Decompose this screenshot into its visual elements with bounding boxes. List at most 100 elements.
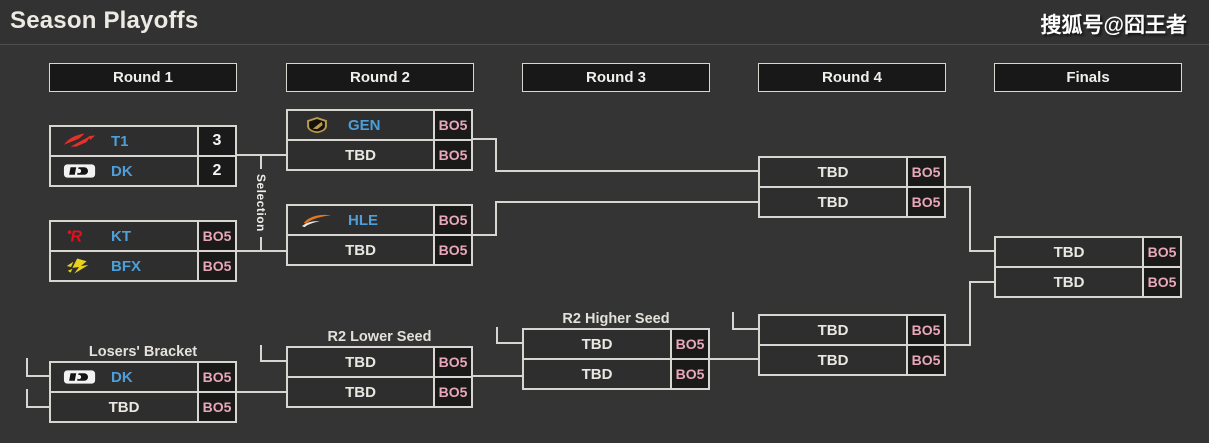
round-header-4: Round 4 bbox=[758, 63, 946, 92]
t1-logo-icon bbox=[63, 132, 97, 150]
losers-bracket-label: Losers' Bracket bbox=[88, 344, 198, 360]
match-losers-r2-lower-seed[interactable]: TBD BO5 TBD BO5 bbox=[286, 346, 473, 408]
match-round4-upper[interactable]: TBD BO5 TBD BO5 bbox=[758, 156, 946, 218]
team-name: KT bbox=[111, 227, 131, 245]
match-row[interactable]: T1 3 bbox=[51, 127, 235, 155]
match-row[interactable]: TBD BO5 bbox=[760, 186, 944, 216]
r2-higher-seed-label: R2 Higher Seed bbox=[562, 311, 670, 327]
connector-line bbox=[969, 281, 994, 283]
connector-line bbox=[969, 186, 971, 252]
match-finals[interactable]: TBD BO5 TBD BO5 bbox=[994, 236, 1182, 298]
round-header-1: Round 1 bbox=[49, 63, 237, 92]
match-row[interactable]: HLE BO5 bbox=[288, 206, 471, 234]
team-name: TBD bbox=[817, 193, 849, 211]
match-row[interactable]: TBD BO5 bbox=[760, 344, 944, 374]
team-name: TBD bbox=[581, 335, 613, 353]
score-cell: BO5 bbox=[197, 363, 235, 391]
team-name: TBD bbox=[345, 146, 376, 164]
match-losers-r2-higher-seed[interactable]: TBD BO5 TBD BO5 bbox=[522, 328, 710, 390]
team-name: TBD bbox=[817, 321, 849, 339]
match-round1-t1-dk[interactable]: T1 3 DK 2 bbox=[49, 125, 237, 187]
round-header-label: Finals bbox=[1066, 69, 1110, 86]
round-header-finals: Finals bbox=[994, 63, 1182, 92]
team-name: TBD bbox=[345, 241, 376, 259]
score-cell: BO5 bbox=[906, 188, 944, 216]
connector-line bbox=[495, 201, 758, 203]
connector-line bbox=[495, 201, 497, 236]
connector-line bbox=[732, 328, 758, 330]
team-name: DK bbox=[111, 368, 133, 386]
score-cell: 2 bbox=[197, 157, 235, 185]
connector-line bbox=[496, 327, 498, 344]
title-bar: Season Playoffs 搜狐号@囧王者 bbox=[0, 0, 1209, 45]
connector-line bbox=[473, 375, 522, 377]
connector-line bbox=[26, 406, 49, 408]
match-round2-hle[interactable]: HLE BO5 TBD BO5 bbox=[286, 204, 473, 266]
team-name: HLE bbox=[348, 211, 378, 229]
score-cell: BO5 bbox=[197, 222, 235, 250]
team-name: DK bbox=[111, 162, 133, 180]
score-cell: BO5 bbox=[197, 393, 235, 421]
team-name: TBD bbox=[1053, 243, 1085, 261]
match-row[interactable]: DK 2 bbox=[51, 155, 235, 185]
match-row[interactable]: TBD BO5 bbox=[288, 376, 471, 406]
connector-line bbox=[260, 345, 262, 362]
match-row[interactable]: TBD BO5 bbox=[760, 158, 944, 186]
match-losers-round1[interactable]: DK BO5 TBD BO5 bbox=[49, 361, 237, 423]
match-row[interactable]: TBD BO5 bbox=[996, 238, 1180, 266]
score-cell: BO5 bbox=[433, 111, 471, 139]
connector-line bbox=[26, 358, 28, 377]
gen-logo-icon bbox=[300, 116, 334, 134]
match-row[interactable]: TBD BO5 bbox=[288, 348, 471, 376]
connector-line bbox=[969, 250, 994, 252]
connector-line bbox=[473, 138, 497, 140]
match-row[interactable]: TBD BO5 bbox=[524, 330, 708, 358]
match-round2-gen[interactable]: GEN BO5 TBD BO5 bbox=[286, 109, 473, 171]
score-cell: BO5 bbox=[906, 316, 944, 344]
team-name: T1 bbox=[111, 132, 129, 150]
match-row[interactable]: TBD BO5 bbox=[51, 391, 235, 421]
score-cell: BO5 bbox=[197, 252, 235, 280]
connector-line bbox=[732, 312, 734, 330]
score-cell: BO5 bbox=[670, 330, 708, 358]
kt-logo-icon bbox=[63, 227, 97, 245]
connector-line bbox=[495, 138, 497, 172]
match-row[interactable]: TBD BO5 bbox=[288, 234, 471, 264]
connector-line bbox=[969, 281, 971, 346]
team-name: BFX bbox=[111, 257, 141, 275]
match-row[interactable]: KT BO5 bbox=[51, 222, 235, 250]
dk-logo-icon bbox=[63, 368, 97, 386]
round-header-2: Round 2 bbox=[286, 63, 474, 92]
match-row[interactable]: BFX BO5 bbox=[51, 250, 235, 280]
match-round4-lower[interactable]: TBD BO5 TBD BO5 bbox=[758, 314, 946, 376]
match-row[interactable]: TBD BO5 bbox=[996, 266, 1180, 296]
dk-logo-icon bbox=[63, 162, 97, 180]
match-row[interactable]: TBD BO5 bbox=[288, 139, 471, 169]
score-cell: BO5 bbox=[670, 360, 708, 388]
title-divider bbox=[0, 44, 1209, 45]
match-round1-kt-bfx[interactable]: KT BO5 BFX BO5 bbox=[49, 220, 237, 282]
team-name: TBD bbox=[817, 351, 849, 369]
match-row[interactable]: DK BO5 bbox=[51, 363, 235, 391]
connector-line bbox=[496, 342, 522, 344]
match-row[interactable]: TBD BO5 bbox=[760, 316, 944, 344]
connector-line bbox=[946, 186, 971, 188]
score-cell: BO5 bbox=[906, 158, 944, 186]
round-header-label: Round 4 bbox=[822, 69, 882, 86]
team-name: TBD bbox=[345, 353, 376, 371]
team-name: TBD bbox=[817, 163, 849, 181]
score-cell: BO5 bbox=[906, 346, 944, 374]
connector-line bbox=[260, 360, 286, 362]
team-name: TBD bbox=[345, 383, 376, 401]
score-cell: BO5 bbox=[433, 348, 471, 376]
score-cell: 3 bbox=[197, 127, 235, 155]
connector-line bbox=[26, 389, 28, 408]
round-header-label: Round 1 bbox=[113, 69, 173, 86]
round-header-label: Round 2 bbox=[350, 69, 410, 86]
match-row[interactable]: GEN BO5 bbox=[288, 111, 471, 139]
match-row[interactable]: TBD BO5 bbox=[524, 358, 708, 388]
team-name: TBD bbox=[108, 398, 140, 416]
r2-lower-seed-label: R2 Lower Seed bbox=[327, 329, 432, 345]
connector-line bbox=[237, 391, 286, 393]
score-cell: BO5 bbox=[1142, 238, 1180, 266]
